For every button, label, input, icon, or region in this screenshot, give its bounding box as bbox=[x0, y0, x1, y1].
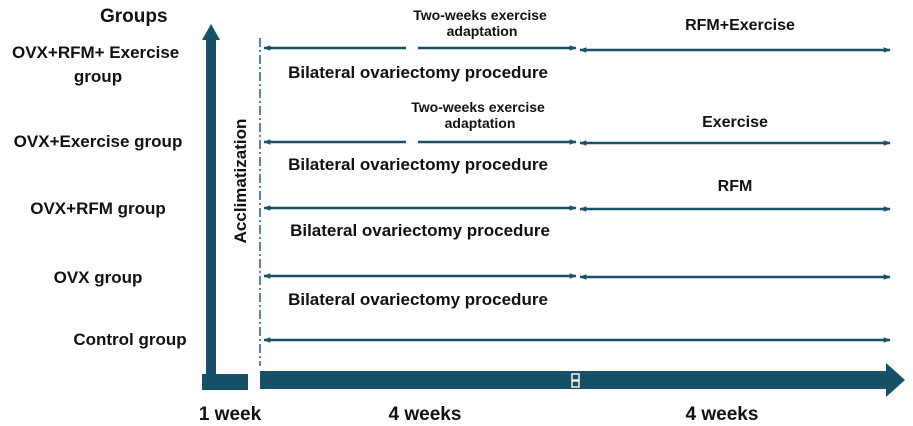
group-name: OVX+Exercise group bbox=[14, 132, 183, 151]
group-row-ovx-rfm-exercise: OVX+RFM+ Exercise group Two-weeks exerci… bbox=[12, 7, 891, 86]
group-name: Control group bbox=[73, 330, 186, 349]
phase2-label: RFM bbox=[718, 178, 753, 195]
x-label-phase1-weeks: 4 weeks bbox=[389, 404, 462, 425]
phase2-label: RFM+Exercise bbox=[685, 17, 795, 34]
x-label-phase2-weeks: 4 weeks bbox=[686, 404, 759, 425]
group-row-ovx-exercise: OVX+Exercise group Two-weeks exercise ad… bbox=[14, 99, 891, 174]
group-row-ovx: OVX group Bilateral ovariectomy procedur… bbox=[54, 268, 891, 309]
axis-break-icon bbox=[571, 373, 580, 388]
y-axis-label: Groups bbox=[100, 6, 168, 27]
phase1-label: Bilateral ovariectomy procedure bbox=[288, 63, 548, 82]
y-axis-arrow bbox=[202, 24, 248, 390]
phase1-label: Bilateral ovariectomy procedure bbox=[288, 290, 548, 309]
phase2-label: Exercise bbox=[702, 114, 768, 131]
group-name: OVX group bbox=[54, 268, 143, 287]
x-axis-arrow bbox=[260, 363, 905, 397]
group-row-ovx-rfm: OVX+RFM group Bilateral ovariectomy proc… bbox=[30, 178, 891, 240]
group-name: OVX+RFM+ Exercise group bbox=[12, 43, 184, 86]
adaptation-note: Two-weeks exercise adaptation bbox=[411, 99, 549, 131]
adaptation-note: Two-weeks exercise adaptation bbox=[413, 7, 551, 39]
acclimatization-label: Acclimatization bbox=[231, 119, 250, 244]
phase1-label: Bilateral ovariectomy procedure bbox=[290, 221, 550, 240]
group-row-control: Control group bbox=[73, 330, 891, 349]
group-name: OVX+RFM group bbox=[30, 199, 166, 218]
phase1-label: Bilateral ovariectomy procedure bbox=[288, 155, 548, 174]
x-label-acclimatization-week: 1 week bbox=[199, 404, 262, 425]
